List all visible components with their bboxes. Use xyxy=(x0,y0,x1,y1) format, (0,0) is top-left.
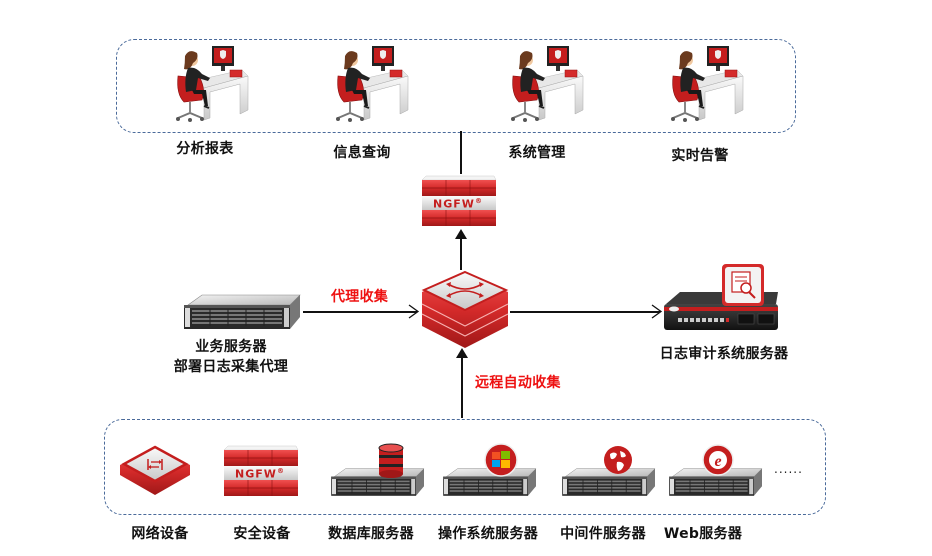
workstation-query[interactable] xyxy=(330,40,410,125)
security-device-registered-mark: ® xyxy=(276,467,285,475)
connector-agent-to-router xyxy=(303,311,417,313)
agent-server-label-line2: 部署日志采集代理 xyxy=(173,359,289,375)
security-device-badge-text: NGFW xyxy=(235,467,277,481)
bottom-label-database: 数据库服务器 xyxy=(328,526,414,542)
source-middleware-server[interactable] xyxy=(557,443,657,501)
workstation-alert[interactable] xyxy=(665,40,745,125)
bottom-label-os: 操作系统服务器 xyxy=(437,526,539,542)
center-router[interactable] xyxy=(420,268,510,350)
firewall-registered-mark: ® xyxy=(474,197,483,205)
top-label-alert: 实时告警 xyxy=(671,148,729,164)
router-hub-icon xyxy=(421,270,509,348)
connector-top-to-firewall xyxy=(460,131,462,174)
firewall-badge-text: NGFW xyxy=(433,197,475,211)
arrowhead-right-open-icon xyxy=(408,304,420,319)
operator-workstation-icon xyxy=(505,40,585,125)
windows-logo-icon xyxy=(484,443,518,477)
top-label-management: 系统管理 xyxy=(508,145,566,161)
source-os-server[interactable] xyxy=(438,443,538,501)
edge-label-remote-collect: 远程自动收集 xyxy=(475,375,561,391)
bottom-label-network: 网络设备 xyxy=(131,526,189,542)
bottom-label-middleware: 中间件服务器 xyxy=(560,526,646,542)
svg-text:e: e xyxy=(714,453,721,470)
globe-icon xyxy=(604,446,632,474)
bottom-label-security: 安全设备 xyxy=(233,526,291,542)
connector-router-to-firewall xyxy=(460,236,462,270)
workstation-analysis[interactable] xyxy=(170,40,250,125)
source-network-device[interactable] xyxy=(118,443,192,499)
operator-workstation-icon xyxy=(170,40,250,125)
center-firewall[interactable]: NGFW® xyxy=(416,174,500,230)
rack-server-icon xyxy=(178,293,302,333)
source-web-server[interactable]: e xyxy=(664,443,764,501)
arrowhead-up-icon xyxy=(456,348,468,358)
bottom-label-web: Web服务器 xyxy=(663,526,743,542)
security-device-badge: NGFW® xyxy=(218,467,302,481)
database-icon xyxy=(378,443,404,478)
network-switch-icon xyxy=(120,445,190,495)
arrowhead-up-icon xyxy=(455,229,467,239)
source-database-server[interactable] xyxy=(326,443,426,501)
ie-browser-icon: e xyxy=(702,444,734,476)
arrowhead-right-open-icon xyxy=(651,304,663,319)
top-label-query: 信息查询 xyxy=(333,145,391,161)
audit-server-label: 日志审计系统服务器 xyxy=(659,346,789,362)
bottom-group-box xyxy=(104,419,826,515)
audit-server[interactable] xyxy=(660,262,782,336)
operator-workstation-icon xyxy=(330,40,410,125)
firewall-badge: NGFW® xyxy=(416,197,500,211)
agent-server-label-line1: 业务服务器 xyxy=(195,339,267,355)
source-security-device[interactable]: NGFW® xyxy=(218,444,302,500)
connector-sources-to-router xyxy=(461,356,463,418)
top-group-box xyxy=(116,39,796,133)
edge-label-agent-collect: 代理收集 xyxy=(331,289,389,305)
agent-server[interactable] xyxy=(178,293,302,333)
more-sources-ellipsis: ...... xyxy=(774,462,803,476)
top-label-analysis: 分析报表 xyxy=(176,141,234,157)
log-audit-appliance-icon xyxy=(664,264,778,330)
connector-router-to-audit xyxy=(510,311,660,313)
operator-workstation-icon xyxy=(665,40,745,125)
workstation-management[interactable] xyxy=(505,40,585,125)
